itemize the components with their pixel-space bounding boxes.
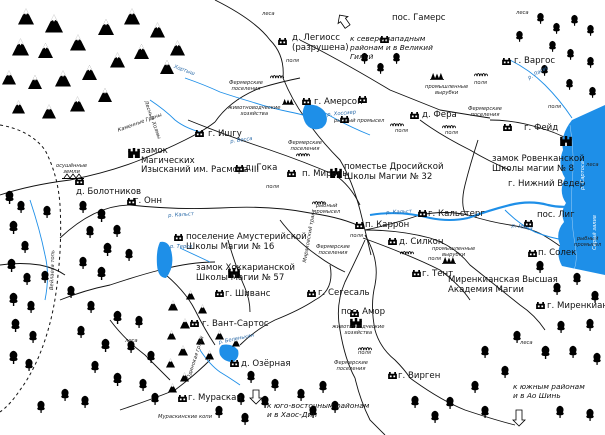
rivers	[29, 59, 576, 386]
town-fera: д. Фера	[422, 110, 457, 120]
forest-west	[5, 190, 159, 413]
fields-label: поля	[548, 104, 562, 110]
region-border	[0, 124, 62, 413]
town-tent: г. Тент	[422, 269, 454, 279]
forest-label: леса	[586, 162, 599, 168]
town-onn: г. Онн	[134, 196, 162, 206]
river-sartosa-label: р. Сартоса	[580, 161, 586, 190]
town-amor: пос. Амор	[341, 307, 386, 317]
forest-label: леса	[125, 338, 138, 344]
forest-label: леса	[262, 11, 275, 17]
village-bolotnikov: д. Болотников	[76, 187, 142, 197]
arrow-northwest-icon	[337, 14, 351, 29]
fields-label: поля	[286, 58, 300, 64]
town-vant-sartos: г. Вант-Сартос	[202, 319, 269, 329]
fields-label: поля	[350, 233, 364, 239]
lake-ozernaya	[219, 344, 239, 362]
town-shivans: г. Шиванс	[225, 289, 271, 299]
fields-label: поля	[428, 256, 442, 262]
town-segesal: г. Сегесаль	[318, 288, 370, 298]
arrow-south-right-icon	[512, 409, 526, 427]
town-legioss: д. Легиосс(разрушена)	[292, 33, 349, 53]
town-amerson: г. Амерсон	[314, 97, 363, 107]
fields-label: поля	[445, 130, 459, 136]
town-solek: п. Солек	[538, 248, 577, 258]
town-feid: г. Фейд	[524, 123, 559, 133]
town-kalsterg: г. Кальстерг	[428, 209, 485, 219]
town-karron: п. Каррон	[365, 220, 410, 230]
village-ozernaya: д. Озёрная	[241, 359, 291, 369]
town-vargos: г. Варгос	[514, 56, 556, 66]
village-goka: д. Гока	[245, 163, 278, 173]
mountains-northwest	[2, 8, 185, 119]
town-miral: п. Мираль	[302, 169, 348, 179]
dried-lands-icon	[62, 173, 84, 179]
town-nizhny-veder: г. Нижний Ведер	[508, 179, 586, 189]
fishing-label: рыбный промысел	[334, 118, 385, 124]
fields-label: поля	[395, 128, 409, 134]
lake-terso	[156, 241, 173, 278]
river-terso-label: р. Терсо	[170, 244, 193, 250]
sea	[558, 105, 605, 275]
lake-amerson	[302, 104, 327, 130]
town-gamers: пос. Гамерс	[392, 13, 446, 23]
forest-label: леса	[516, 10, 529, 16]
fields-label: поля	[474, 80, 488, 86]
mines-label: Мураскинские копи	[158, 414, 213, 420]
village-silkon: д. Силкон	[399, 237, 444, 247]
arrow-south-icon	[249, 389, 263, 405]
fields-label: поля	[358, 350, 372, 356]
town-ishgu: г. Ишгу	[208, 129, 242, 139]
town-muraskan: г. Мураскан	[188, 393, 243, 403]
sea-label: Серый залив	[592, 215, 598, 250]
town-viergen: г. Вирген	[398, 371, 441, 381]
roads	[0, 0, 576, 435]
town-lig: пос. Лиг	[537, 210, 575, 220]
town-mirenkian: г. Миренкиан	[547, 301, 605, 311]
forest-label: леса	[520, 340, 533, 346]
fields-label: поля	[266, 184, 280, 190]
